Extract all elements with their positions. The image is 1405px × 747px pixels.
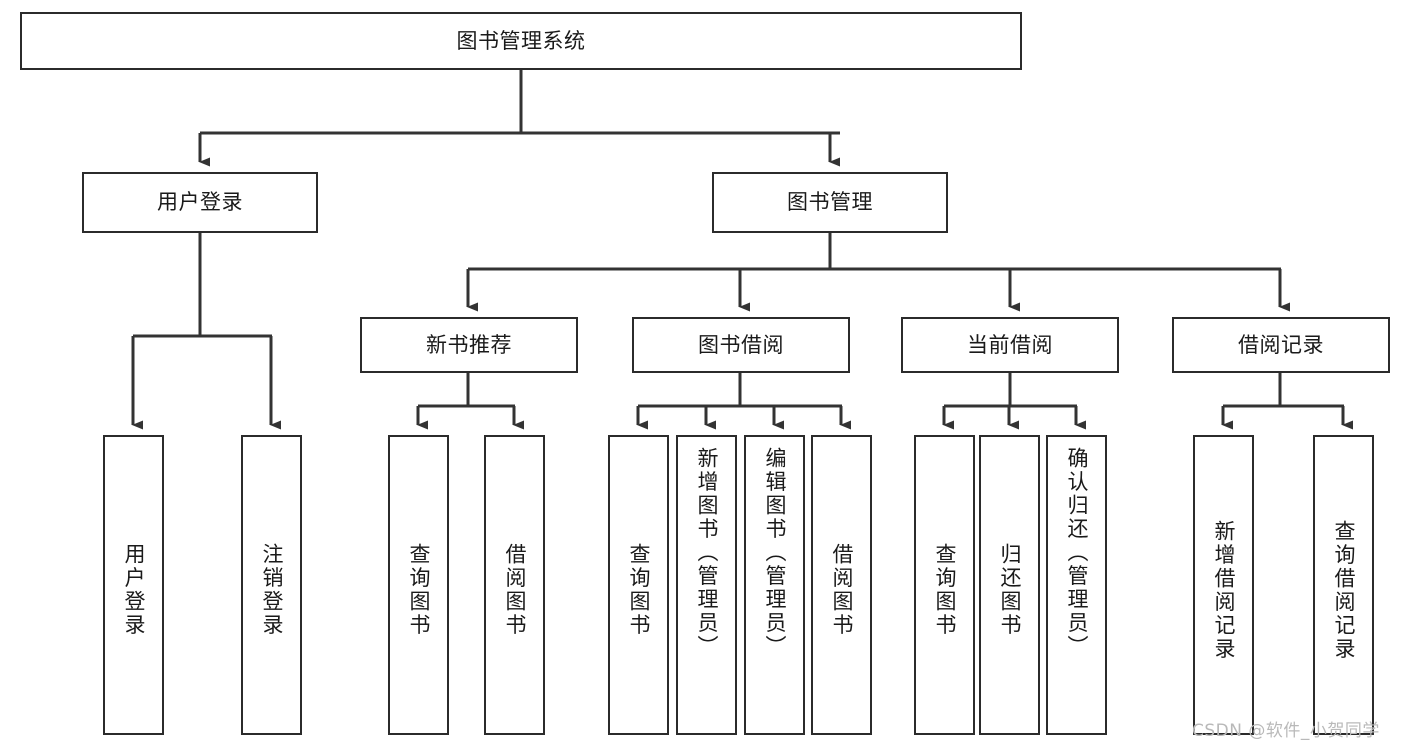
node-root-label: 图书管理系统	[456, 28, 586, 53]
node-leaf-add-record[interactable]: 新增借阅记录	[1193, 435, 1254, 735]
csdn-watermark: CSDN @软件_小贺同学	[1192, 721, 1380, 741]
node-leaf-add-book-label: 新增图书（管理员）	[695, 447, 719, 659]
node-borrow-record-label: 借阅记录	[1238, 332, 1324, 357]
node-leaf-borrow-book-1-label: 借阅图书	[503, 543, 527, 637]
node-leaf-user-login[interactable]: 用户登录	[103, 435, 164, 735]
node-leaf-edit-book-label: 编辑图书（管理员）	[763, 447, 787, 659]
node-book-borrow[interactable]: 图书借阅	[632, 317, 850, 373]
node-leaf-query-book-1-label: 查询图书	[407, 543, 431, 637]
node-leaf-add-record-label: 新增借阅记录	[1212, 519, 1236, 661]
node-current-borrow-label: 当前借阅	[967, 332, 1053, 357]
node-leaf-query-book-2-label: 查询图书	[627, 543, 651, 637]
node-leaf-edit-book[interactable]: 编辑图书（管理员）	[744, 435, 805, 735]
node-leaf-add-book[interactable]: 新增图书（管理员）	[676, 435, 737, 735]
node-leaf-user-login-label: 用户登录	[122, 543, 146, 637]
node-leaf-borrow-book-2[interactable]: 借阅图书	[811, 435, 872, 735]
node-current-borrow[interactable]: 当前借阅	[901, 317, 1119, 373]
node-leaf-query-book-2[interactable]: 查询图书	[608, 435, 669, 735]
node-root[interactable]: 图书管理系统	[20, 12, 1022, 70]
node-new-book-recommend-label: 新书推荐	[426, 332, 512, 357]
node-leaf-logout[interactable]: 注销登录	[241, 435, 302, 735]
node-book-manage-label: 图书管理	[787, 190, 873, 215]
node-leaf-query-book-3[interactable]: 查询图书	[914, 435, 975, 735]
node-leaf-logout-label: 注销登录	[260, 543, 284, 637]
node-leaf-borrow-book-2-label: 借阅图书	[830, 543, 854, 637]
node-leaf-query-record-label: 查询借阅记录	[1332, 519, 1356, 661]
node-leaf-query-book-1[interactable]: 查询图书	[388, 435, 449, 735]
node-leaf-query-book-3-label: 查询图书	[933, 543, 957, 637]
node-leaf-return-book-label: 归还图书	[998, 543, 1022, 637]
node-book-borrow-label: 图书借阅	[698, 332, 784, 357]
node-borrow-record[interactable]: 借阅记录	[1172, 317, 1390, 373]
node-leaf-query-record[interactable]: 查询借阅记录	[1313, 435, 1374, 735]
node-leaf-borrow-book-1[interactable]: 借阅图书	[484, 435, 545, 735]
node-leaf-confirm-return[interactable]: 确认归还（管理员）	[1046, 435, 1107, 735]
node-leaf-confirm-return-label: 确认归还（管理员）	[1065, 447, 1089, 659]
node-leaf-return-book[interactable]: 归还图书	[979, 435, 1040, 735]
node-new-book-recommend[interactable]: 新书推荐	[360, 317, 578, 373]
node-user-login[interactable]: 用户登录	[82, 172, 318, 233]
node-book-manage[interactable]: 图书管理	[712, 172, 948, 233]
node-user-login-label: 用户登录	[157, 190, 243, 215]
